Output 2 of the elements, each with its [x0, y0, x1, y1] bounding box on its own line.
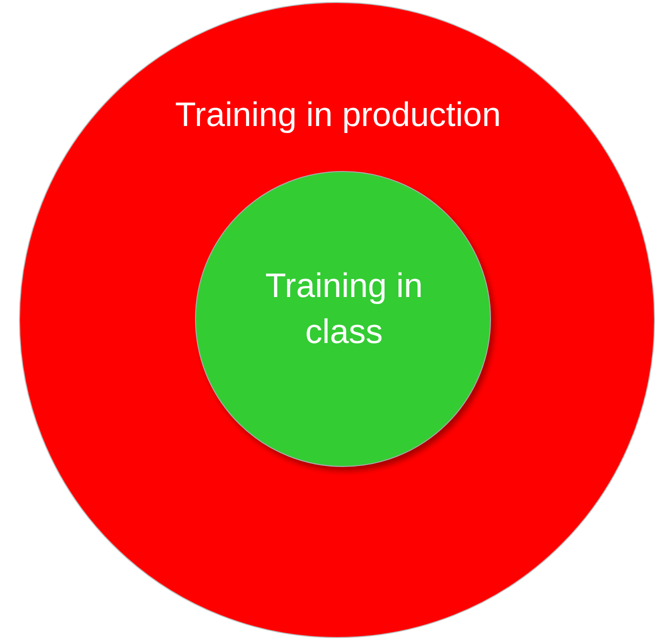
- circle-label: Training in production: [174, 95, 502, 136]
- circle-label: Training in class: [264, 266, 424, 353]
